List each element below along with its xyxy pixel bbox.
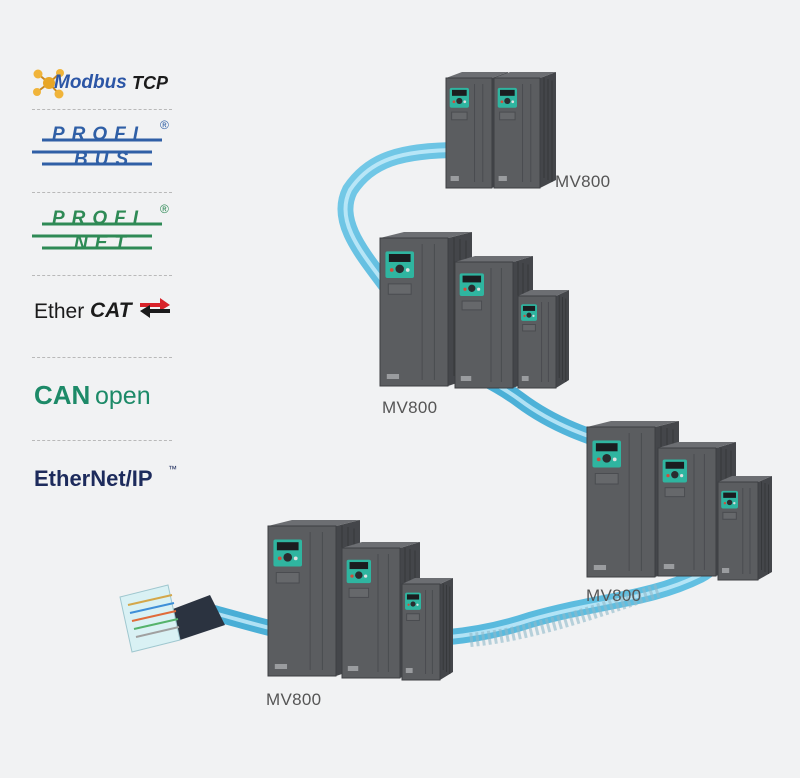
profibus-logo: PROFI BUS ®: [32, 118, 172, 182]
modbus-molecule-icon: [33, 69, 64, 99]
mv800-drive-unit: [517, 290, 569, 389]
ethercat-part1: Ether: [34, 300, 85, 323]
ethercat-part2: CAT: [90, 299, 132, 322]
ethernetip-logo: EtherNet/IP ™: [32, 458, 177, 498]
ethercat-arrows-icon: [140, 298, 170, 318]
drive-group-label: MV800: [555, 172, 611, 191]
canopen-part1: CAN: [34, 380, 91, 410]
logo-divider: [32, 357, 172, 358]
mv800-drive-unit: [493, 72, 556, 189]
modbus-name: Modbus: [54, 72, 127, 93]
profinet-registered: ®: [160, 202, 169, 216]
modbus-suffix: TCP: [132, 73, 168, 93]
drive-group-label: MV800: [266, 690, 322, 709]
profibus-registered: ®: [160, 118, 169, 132]
profibus-line1: PROFI: [52, 124, 146, 145]
drive-group-label: MV800: [586, 586, 642, 605]
profinet-line1: PROFI: [52, 208, 146, 229]
ethercat-logo: Ether CAT: [32, 292, 172, 332]
profinet-logo: PROFI NET ®: [32, 202, 172, 266]
logo-divider: [32, 440, 172, 441]
logo-divider: [32, 192, 172, 193]
profibus-line2: BUS: [74, 149, 136, 170]
logo-divider: [32, 275, 172, 276]
canopen-part2: open: [95, 382, 151, 410]
logo-divider: [32, 109, 172, 110]
modbus-tcp-logo: Modbus TCP: [32, 58, 172, 108]
drive-group-label: MV800: [382, 398, 438, 417]
mv800-drive-unit: [401, 578, 453, 681]
profinet-line2: NET: [74, 233, 133, 254]
rj45-connector-icon: [119, 584, 225, 653]
mv800-drive-unit: [717, 476, 772, 581]
ethernetip-trademark: ™: [168, 464, 177, 474]
canopen-logo: CAN open: [32, 372, 172, 416]
ethernetip-text: EtherNet/IP: [34, 466, 153, 491]
